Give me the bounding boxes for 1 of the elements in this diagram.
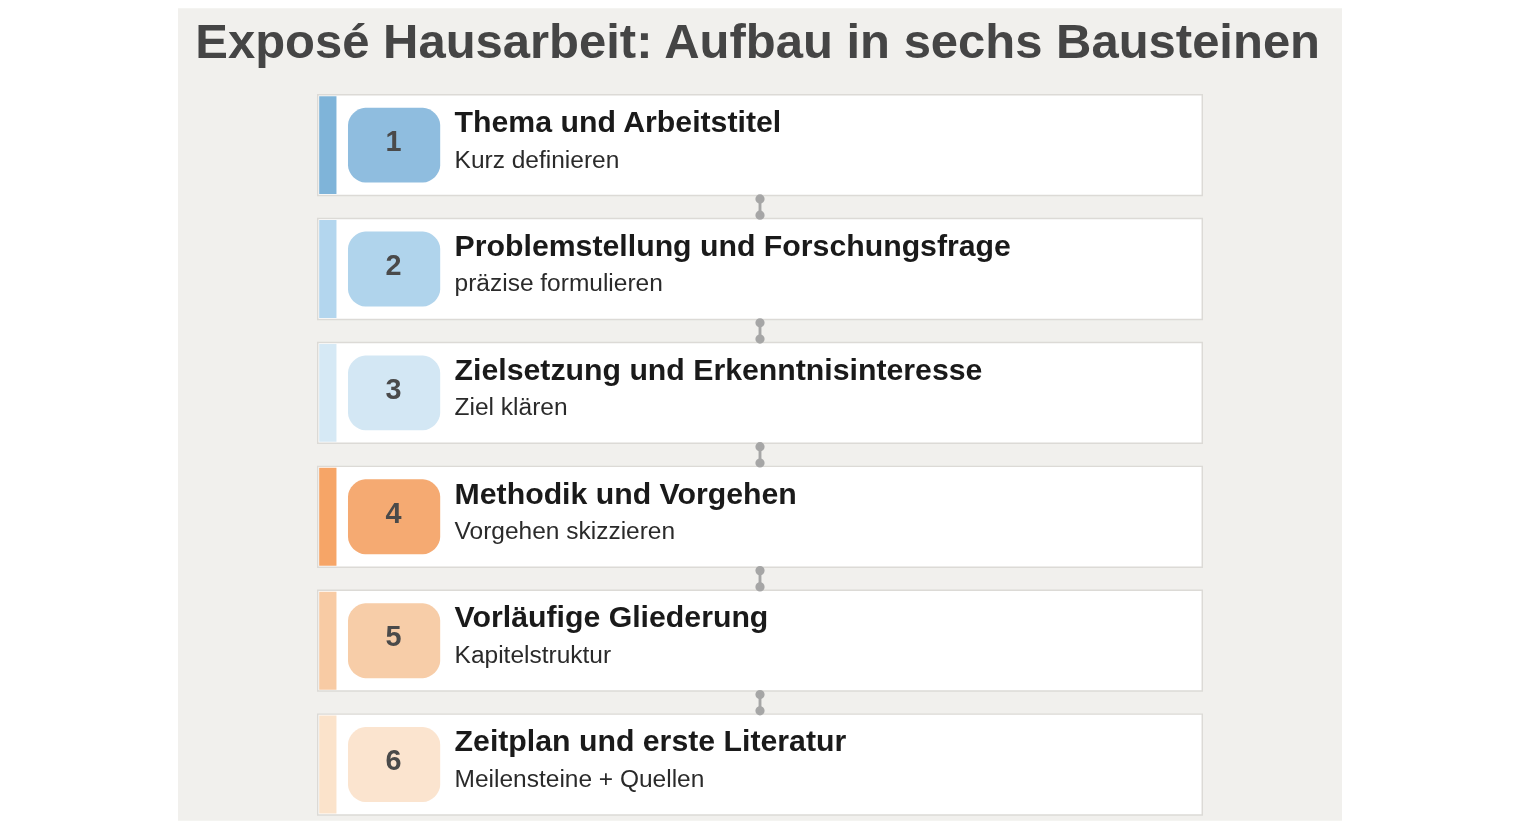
diagram-title: Exposé Hausarbeit: Aufbau in sechs Bausteinen [195,13,1321,68]
